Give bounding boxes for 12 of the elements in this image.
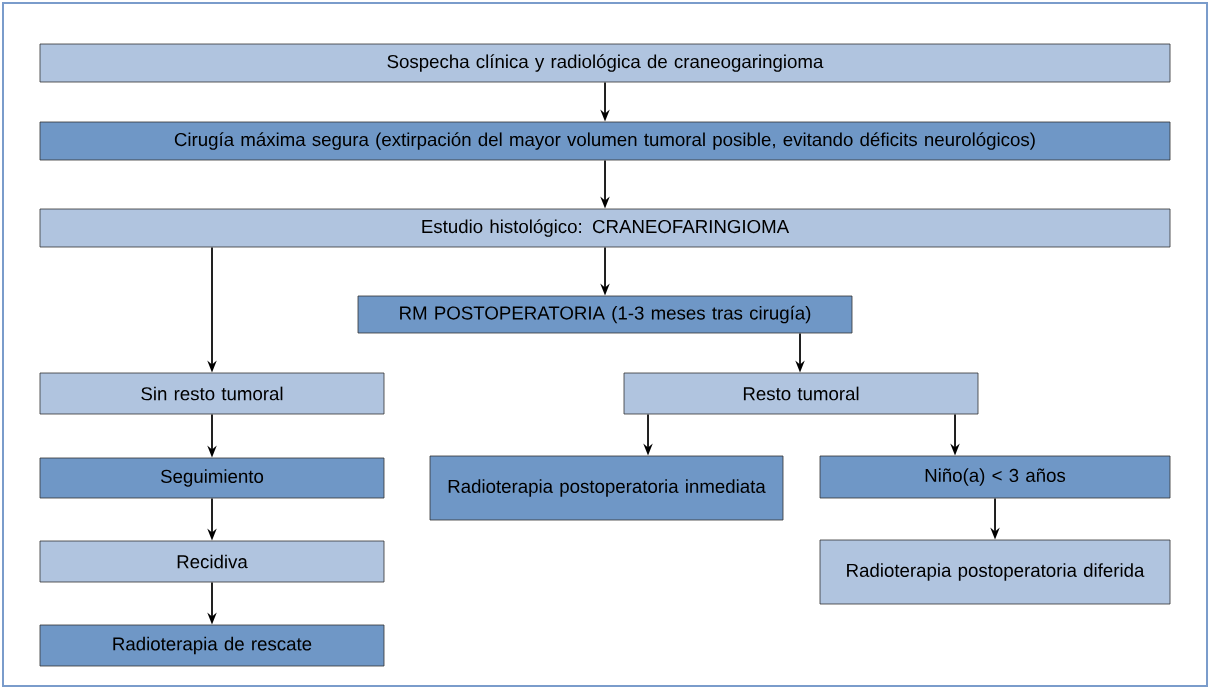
process-box: Sin resto tumoral — [39, 372, 385, 415]
process-box: Radioterapia de rescate — [39, 624, 385, 667]
process-box: Sospecha clínica y radiológica de craneogaringioma — [39, 43, 1171, 83]
process-box: Radioterapia postoperatoria inmediata — [429, 455, 784, 521]
process-box: Seguimiento — [39, 457, 385, 499]
process-box: Cirugía máxima segura (extirpación del mayor volumen tumoral posible, evitando déficits neurológicos) — [39, 121, 1171, 161]
process-box: Estudio histológico: CRANEOFARINGIOMA — [39, 208, 1171, 248]
process-box: Recidiva — [39, 540, 385, 583]
process-box: Niño(a) < 3 años — [819, 455, 1171, 499]
process-box: RM POSTOPERATORIA (1-3 meses tras cirugía) — [357, 295, 853, 334]
process-box: Radioterapia postoperatoria diferida — [819, 539, 1171, 605]
process-box: Resto tumoral — [623, 372, 979, 415]
